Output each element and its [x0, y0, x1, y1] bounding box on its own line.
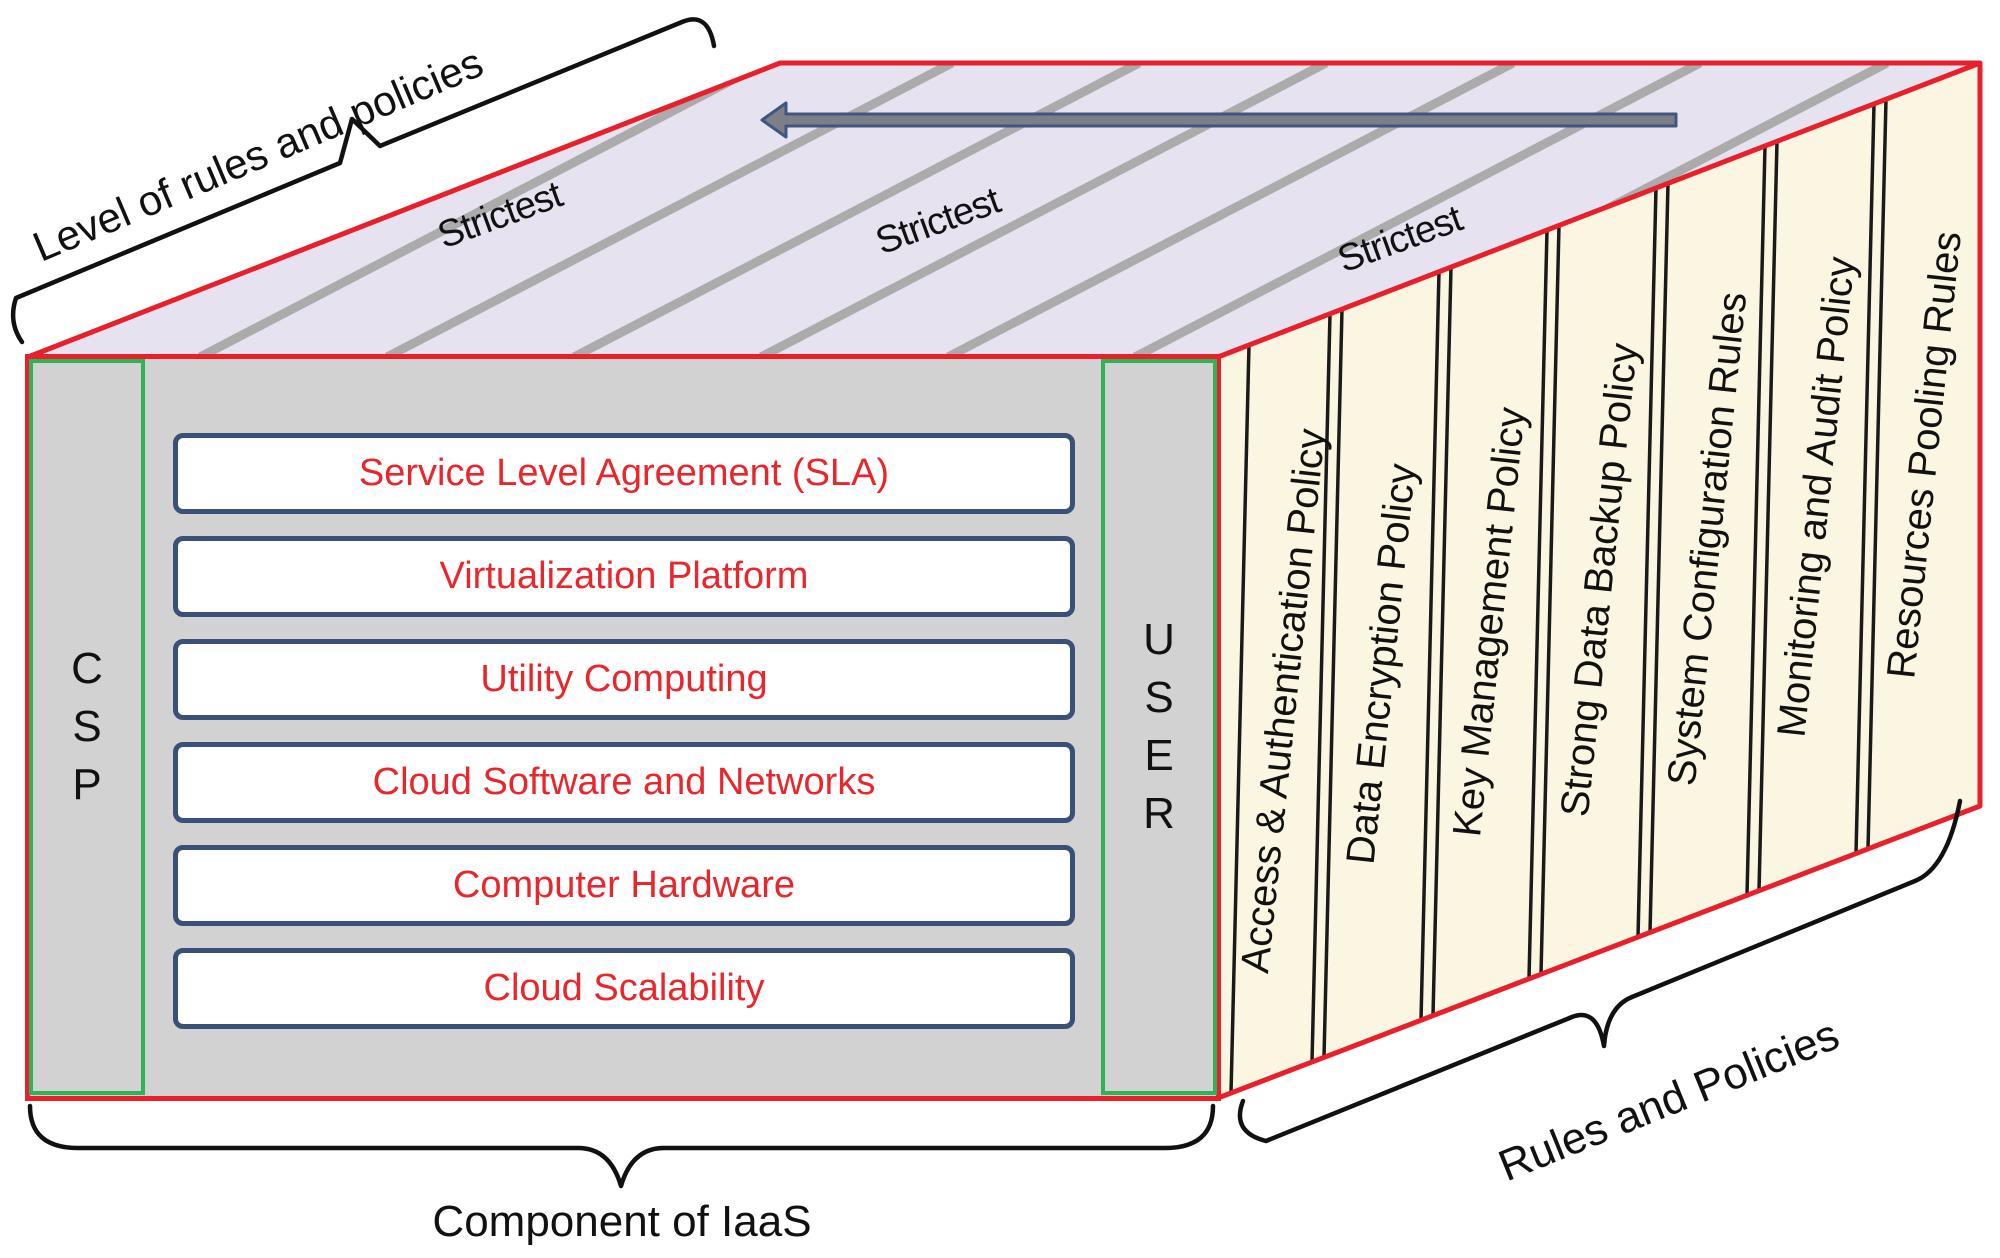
- policy-column-separators: [1229, 99, 1888, 1094]
- csp-label: C S P: [71, 644, 103, 809]
- top-face-stripes: [197, 63, 1890, 357]
- component-box-utility-computing: Utility Computing: [173, 639, 1075, 720]
- right-face: [1218, 63, 1980, 1098]
- top-face: [28, 63, 1980, 357]
- right-axis-brace: [1237, 798, 1963, 1144]
- bottom-axis-brace: [27, 1103, 1216, 1189]
- component-box-computer-hardware: Computer Hardware: [173, 845, 1075, 926]
- user-column: U S E R: [1101, 359, 1217, 1095]
- component-box-cloud-software: Cloud Software and Networks: [173, 742, 1075, 823]
- csp-column: C S P: [29, 359, 145, 1095]
- left-arrow-icon: [760, 101, 1678, 139]
- component-box-sla: Service Level Agreement (SLA): [173, 433, 1075, 514]
- top-axis-brace: [10, 17, 717, 345]
- axis-label-component-of-iaas: Component of IaaS: [432, 1197, 812, 1246]
- user-label: U S E R: [1143, 615, 1175, 838]
- cube-red-edges: [27, 60, 1983, 1101]
- component-box-cloud-scalability: Cloud Scalability: [173, 948, 1075, 1029]
- component-box-virtualization: Virtualization Platform: [173, 536, 1075, 617]
